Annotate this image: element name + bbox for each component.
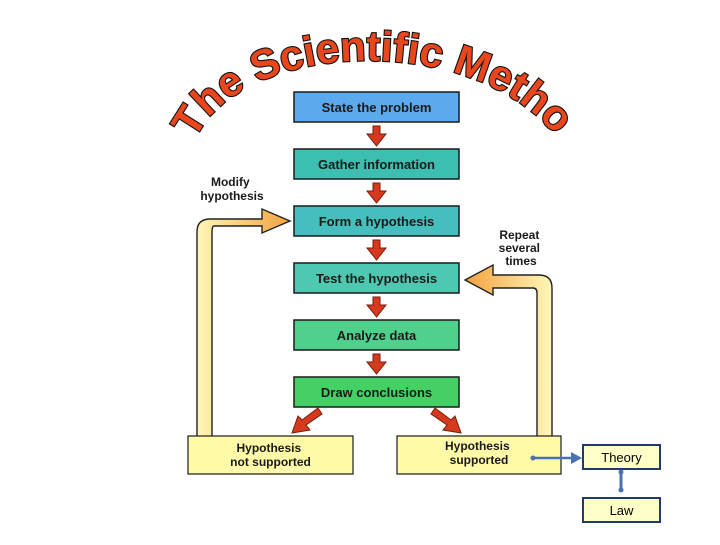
law-connector (618, 469, 624, 493)
diagonal-arrow-left-icon (291, 407, 323, 434)
down-arrow-icon (365, 125, 388, 147)
step-label-state-problem: State the problem (322, 100, 432, 115)
down-arrow-icon (365, 353, 388, 375)
outcome-supported-label: Hypothesis supported (445, 439, 513, 467)
step-box-5: Analyze data (293, 319, 460, 351)
title-text: The Scientific Method (0, 0, 584, 145)
down-arrow-icon (365, 239, 388, 261)
modify-loop-arrow (196, 207, 292, 438)
outcome-supported: Hypothesis supported (396, 435, 562, 475)
step-label-form-hypothesis: Form a hypothesis (319, 214, 435, 229)
theory-box: Theory (582, 444, 661, 470)
diagram-title: The Scientific Method (0, 0, 583, 144)
theory-label: Theory (601, 449, 642, 465)
step-box-3: Form a hypothesis (293, 205, 460, 237)
step-box-2: Gather information (293, 148, 460, 180)
repeat-several-times-note: Repeat several times (499, 228, 544, 268)
outcome-not-supported-label: Hypothesis not supported (230, 441, 311, 469)
step-label-draw-conclusions: Draw conclusions (321, 385, 432, 400)
step-label-gather-information: Gather information (318, 157, 435, 172)
law-box: Law (582, 497, 661, 523)
step-box-6: Draw conclusions (293, 376, 460, 408)
step-box-4: Test the hypothesis (293, 262, 460, 294)
step-arrows (291, 125, 462, 434)
step-label-analyze-data: Analyze data (337, 328, 417, 343)
modify-hypothesis-note: Modify hypothesis (200, 175, 264, 203)
theory-connector-arrow (530, 452, 582, 464)
law-label: Law (609, 502, 634, 518)
step-box-1: State the problem (293, 91, 460, 123)
outcome-not-supported: Hypothesis not supported (187, 435, 354, 475)
step-label-test-hypothesis: Test the hypothesis (316, 271, 437, 286)
diagonal-arrow-right-icon (430, 407, 462, 434)
down-arrow-icon (365, 296, 388, 318)
down-arrow-icon (365, 182, 388, 204)
repeat-loop-arrow (463, 263, 553, 438)
